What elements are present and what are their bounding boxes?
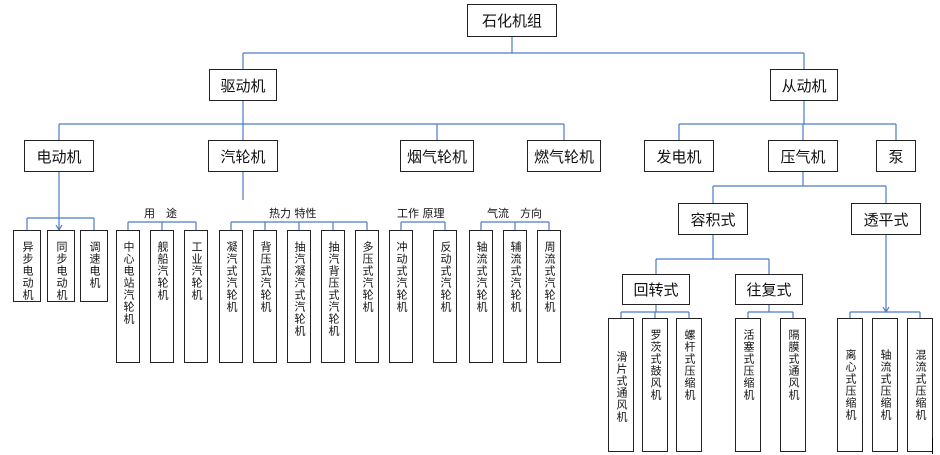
- leaf-thermo-0: 凝汽式汽轮机: [219, 230, 243, 363]
- group-label-flow: 气流 方向: [485, 207, 544, 220]
- dynamic-compressor-node: 透平式: [851, 203, 921, 235]
- root-node: 石化机组: [467, 4, 557, 37]
- gas-turbine-node: 燃气轮机: [527, 140, 601, 172]
- text-cursor-mark: [932, 438, 933, 454]
- group-label-work: 工作 原理: [395, 207, 447, 220]
- compressor-node: 压气机: [768, 140, 838, 172]
- leaf-dynamic-2: 混流式压缩机: [907, 318, 933, 452]
- leaf-work-0: 冲动式汽轮机: [389, 230, 413, 363]
- flue-gas-turbine-node: 烟气轮机: [400, 140, 474, 172]
- leaf-motor-0: 异步电动机: [13, 230, 41, 302]
- leaf-dynamic-1: 轴流式压缩机: [872, 318, 898, 452]
- leaf-thermo-4: 多压式汽轮机: [355, 230, 379, 363]
- electric-motor-node: 电动机: [24, 140, 94, 172]
- pump-node: 泵: [876, 140, 916, 172]
- leaf-use-0: 中心电站汽轮机: [116, 230, 140, 363]
- driven-node: 从动机: [770, 69, 838, 101]
- leaf-thermo-2: 抽汽凝汽式汽轮机: [287, 230, 311, 363]
- group-label-use: 用 途: [142, 207, 179, 220]
- leaf-motor-1: 同步电动机: [47, 230, 75, 302]
- reciprocating-node: 往复式: [735, 274, 803, 305]
- positive-displacement-node: 容积式: [678, 203, 748, 235]
- leaf-thermo-1: 背压式汽轮机: [253, 230, 277, 363]
- group-label-thermo: 热力 特性: [267, 207, 319, 220]
- leaf-use-1: 舰船汽轮机: [150, 230, 174, 363]
- generator-node: 发电机: [644, 140, 714, 172]
- leaf-work-1: 反动式汽轮机: [433, 230, 457, 363]
- leaf-recip-1: 隔膜式通风机: [780, 318, 806, 452]
- leaf-rotary-2: 螺杆式压缩机: [676, 318, 702, 452]
- arrowhead: [882, 306, 890, 314]
- leaf-recip-0: 活塞式压缩机: [735, 318, 761, 452]
- leaf-use-2: 工业汽轮机: [184, 230, 208, 363]
- leaf-flow-0: 轴流式汽轮机: [469, 230, 493, 363]
- rotary-node: 回转式: [622, 274, 690, 305]
- leaf-thermo-3: 抽汽背压式汽轮机: [321, 230, 345, 363]
- leaf-rotary-1: 罗茨式鼓风机: [642, 318, 668, 452]
- leaf-flow-1: 辅流式汽轮机: [503, 230, 527, 363]
- leaf-motor-2: 调速电机: [80, 230, 108, 302]
- leaf-rotary-0: 滑片式通风机: [608, 318, 634, 452]
- leaf-dynamic-0: 离心式压缩机: [837, 318, 863, 452]
- leaf-flow-2: 周流式汽轮机: [537, 230, 561, 363]
- steam-turbine-node: 汽轮机: [208, 140, 278, 172]
- driver-node: 驱动机: [209, 69, 277, 101]
